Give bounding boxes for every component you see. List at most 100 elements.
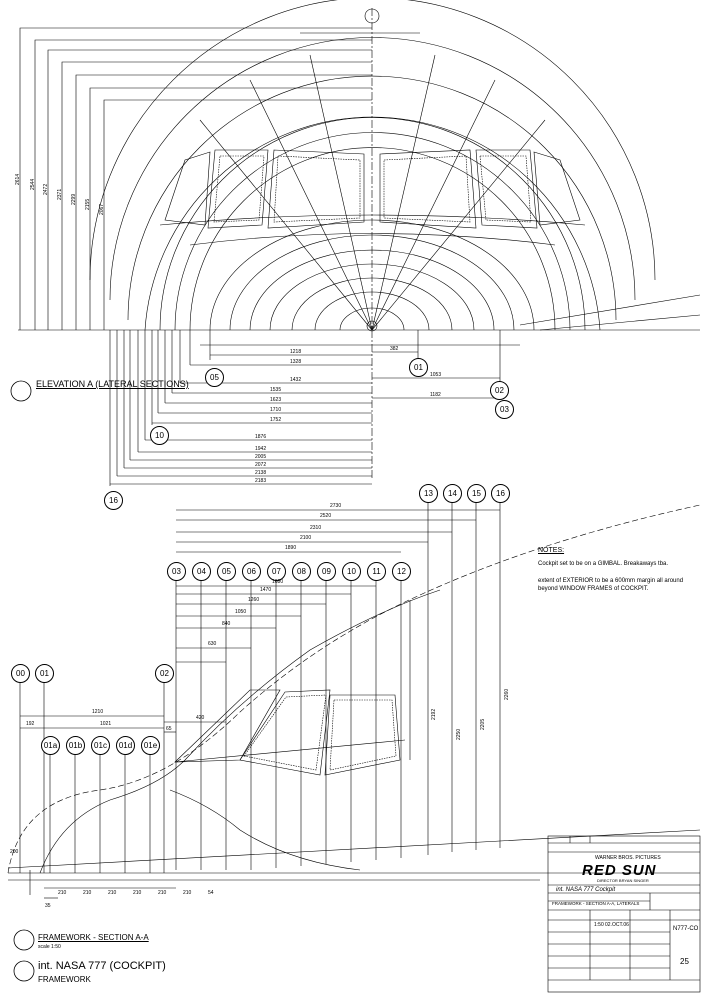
production-logo: RED SUN (582, 862, 657, 879)
subframe-marker: 01d (116, 736, 135, 755)
director-credit: DIRECTOR BRYAN SINGER (597, 878, 649, 883)
dim-label: 382 (390, 346, 399, 352)
drawing-title: FRAMEWORK - SECTION A-A, LATERALS (552, 901, 640, 906)
vdim-label: 2260 (504, 688, 510, 700)
elevation-label-circle (10, 380, 32, 402)
dim-label: 200 (10, 849, 19, 855)
dim-label: 1470 (260, 587, 272, 593)
dim-label: 1021 (100, 721, 112, 727)
frame-marker: 10 (342, 562, 361, 581)
dim-label: 192 (26, 721, 35, 727)
vdim-label: 2614 (15, 173, 21, 185)
drawing-scale: 1:50 (594, 922, 604, 928)
elevation-view (18, 0, 701, 486)
vdim-label: 2472 (43, 183, 49, 195)
dim-label: 1535 (270, 387, 282, 393)
vdim-label: 2192 (431, 708, 437, 720)
subframe-marker: 01b (66, 736, 85, 755)
section-view-scale: scale 1:50 (38, 944, 61, 950)
frame-marker: 01 (409, 358, 428, 377)
dim-label: 1623 (270, 397, 282, 403)
dim-label: 54 (208, 890, 214, 896)
notes-line-1: Cockpit set to be on a GIMBAL. Breakaway… (538, 561, 669, 568)
dim-label: 1752 (270, 417, 282, 423)
frame-marker: 10 (150, 426, 169, 445)
vdim-label: 2371 (57, 188, 63, 200)
dim-label: 1432 (290, 377, 302, 383)
frame-marker: 07 (267, 562, 286, 581)
vdim-label: 2250 (456, 728, 462, 740)
notes-line-2: extent of EXTERIOR to be a 600mm margin … (538, 577, 684, 592)
vdim-label: 2544 (30, 178, 36, 190)
frame-marker: 13 (419, 484, 438, 503)
dim-label: 1260 (248, 597, 260, 603)
frame-marker: 01 (35, 664, 54, 683)
frame-marker: 15 (467, 484, 486, 503)
frame-marker: 09 (317, 562, 336, 581)
subframe-marker: 01e (141, 736, 160, 755)
frame-marker: 06 (242, 562, 261, 581)
drawing-number: N777-CO (673, 926, 699, 932)
dim-label: 1890 (285, 545, 297, 551)
dim-label: 210 (108, 890, 117, 896)
frame-marker: 11 (367, 562, 386, 581)
frame-marker: 00 (11, 664, 30, 683)
dim-label: 35 (45, 903, 51, 909)
dim-label: 1680 (272, 579, 284, 585)
frame-marker: 02 (155, 664, 174, 683)
frame-marker: 03 (167, 562, 186, 581)
dim-label: 420 (196, 715, 205, 721)
set-name: int. NASA 777 Cockpit (556, 887, 616, 893)
dim-label: 210 (133, 890, 142, 896)
frame-marker: 02 (490, 381, 509, 400)
notes-heading: NOTES: (538, 547, 565, 554)
dim-label: 2520 (320, 513, 332, 519)
frame-marker: 08 (292, 562, 311, 581)
vdim-label: 2067 (99, 203, 105, 215)
frame-marker: 05 (205, 368, 224, 387)
frame-marker: 16 (491, 484, 510, 503)
drawing-date: 02.OCT.06 (605, 922, 629, 928)
frame-marker: 12 (392, 562, 411, 581)
dim-label: 2183 (255, 478, 267, 484)
title-block-frame (547, 835, 701, 993)
dim-label: 1053 (430, 372, 442, 378)
dim-label: 2310 (310, 525, 322, 531)
dim-label: 2005 (255, 454, 267, 460)
dim-label: 1210 (92, 709, 104, 715)
dim-label: 2138 (255, 470, 267, 476)
dim-label: 1182 (430, 392, 441, 398)
frame-marker: 05 (217, 562, 236, 581)
vdim-label: 2155 (85, 198, 91, 210)
frame-marker: 04 (192, 562, 211, 581)
dim-label: 2072 (255, 462, 267, 468)
sheet-number: 25 (680, 957, 689, 966)
subframe-marker: 01a (41, 736, 60, 755)
dim-label: 630 (208, 641, 217, 647)
dim-label: 1050 (235, 609, 247, 615)
frame-marker: 14 (443, 484, 462, 503)
notes-block: NOTES: Cockpit set to be on a GIMBAL. Br… (538, 546, 698, 593)
cockpit-subtitle: FRAMEWORK (38, 975, 91, 984)
dim-label: 2100 (300, 535, 312, 541)
subframe-marker: 01c (91, 736, 110, 755)
dim-label: 2730 (330, 503, 342, 509)
frame-marker: 03 (495, 400, 514, 419)
vdim-label: 2299 (71, 193, 77, 205)
cockpit-label-circle (13, 960, 35, 982)
dim-label: 210 (158, 890, 167, 896)
dim-label: 840 (222, 621, 231, 627)
dim-label: 65 (166, 726, 172, 732)
studio-name: WARNER BROS. PICTURES (595, 855, 661, 861)
dim-label: 210 (83, 890, 92, 896)
cockpit-title: int. NASA 777 (COCKPIT) (38, 960, 166, 972)
dim-label: 1710 (270, 407, 282, 413)
section-view (7, 500, 701, 899)
dim-label: 1218 (290, 349, 302, 355)
dim-label: 1942 (255, 446, 267, 452)
frame-marker: 16 (104, 491, 123, 510)
dim-label: 210 (58, 890, 67, 896)
dim-label: 210 (183, 890, 192, 896)
